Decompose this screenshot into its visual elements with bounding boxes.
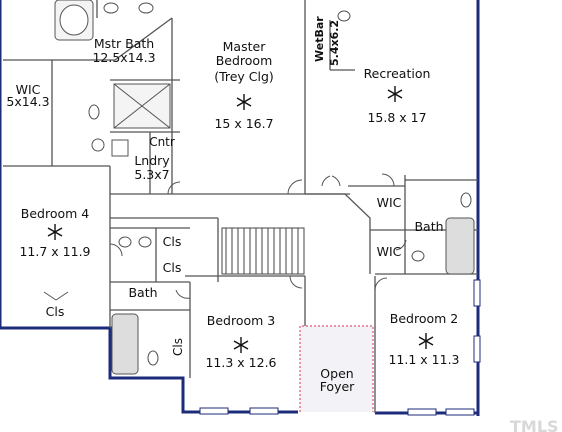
right-tub xyxy=(445,217,475,275)
hall-closet-1: Cls xyxy=(163,234,182,249)
wic-right-name: WIC xyxy=(377,195,402,210)
marker-master-bedroom xyxy=(236,94,252,110)
bedroom4-closet: Cls xyxy=(46,304,65,319)
open-foyer-area xyxy=(299,325,374,412)
dryer xyxy=(111,139,129,157)
hall-closet-2: Cls xyxy=(163,260,182,275)
marker-bedroom3 xyxy=(233,337,249,353)
windows xyxy=(199,279,481,416)
hall-sink-2 xyxy=(138,236,152,248)
marker-recreation xyxy=(387,86,403,102)
staircase xyxy=(221,227,305,275)
master-sink-1 xyxy=(103,2,119,14)
master-bedroom-line1: Master xyxy=(223,39,267,54)
master-bath-dims: 12.5x14.3 xyxy=(92,50,155,65)
open-foyer-line1: Open xyxy=(320,366,353,381)
bedroom2-dims: 11.1 x 11.3 xyxy=(388,352,459,367)
master-bedroom-line3: (Trey Clg) xyxy=(214,69,274,84)
cntr-label: Cntr xyxy=(149,135,175,149)
bedroom4-dims: 11.7 x 11.9 xyxy=(19,244,90,259)
master-sink-2 xyxy=(138,2,154,14)
hall-tub xyxy=(111,313,139,375)
laundry-dims: 5.3x7 xyxy=(134,167,169,182)
hall-bath-name: Bath xyxy=(128,285,157,300)
bedroom2-name: Bedroom 2 xyxy=(390,311,458,326)
wic-lower-right-name: WIC xyxy=(377,244,402,259)
watermark: TMLS xyxy=(510,417,559,432)
marker-bedroom2 xyxy=(418,333,434,349)
bedroom4-name: Bedroom 4 xyxy=(21,206,90,221)
bedroom3-closet: Cls xyxy=(171,338,185,356)
wetbar-dims: 5.4x6.2 xyxy=(328,20,341,66)
right-toilet xyxy=(460,192,472,208)
doors xyxy=(43,173,407,301)
open-foyer-line2: Foyer xyxy=(320,379,355,394)
wetbar-name: WetBar xyxy=(313,16,326,62)
recreation-dims: 15.8 x 17 xyxy=(367,110,426,125)
master-bath-name: Mstr Bath xyxy=(94,36,154,51)
master-bedroom-dims: 15 x 16.7 xyxy=(214,116,273,131)
recreation-name: Recreation xyxy=(364,66,431,81)
master-toilet xyxy=(88,104,100,120)
bath-right-name: Bath xyxy=(414,219,443,234)
laundry-name: Lndry xyxy=(134,153,170,168)
right-sink xyxy=(411,250,425,262)
bedroom3-dims: 11.3 x 12.6 xyxy=(205,355,276,370)
wetbar-sink xyxy=(337,10,351,22)
master-bedroom-line2: Bedroom xyxy=(216,53,273,68)
marker-bedroom4 xyxy=(47,224,63,240)
wic-master-name: WIC xyxy=(16,82,41,97)
washer xyxy=(91,138,105,152)
fixtures xyxy=(54,0,475,375)
room-markers xyxy=(47,86,434,353)
bedroom3-name: Bedroom 3 xyxy=(207,313,275,328)
hall-sink-1 xyxy=(118,236,132,248)
hall-toilet xyxy=(147,350,159,366)
wic-master-dims: 5x14.3 xyxy=(6,94,49,109)
